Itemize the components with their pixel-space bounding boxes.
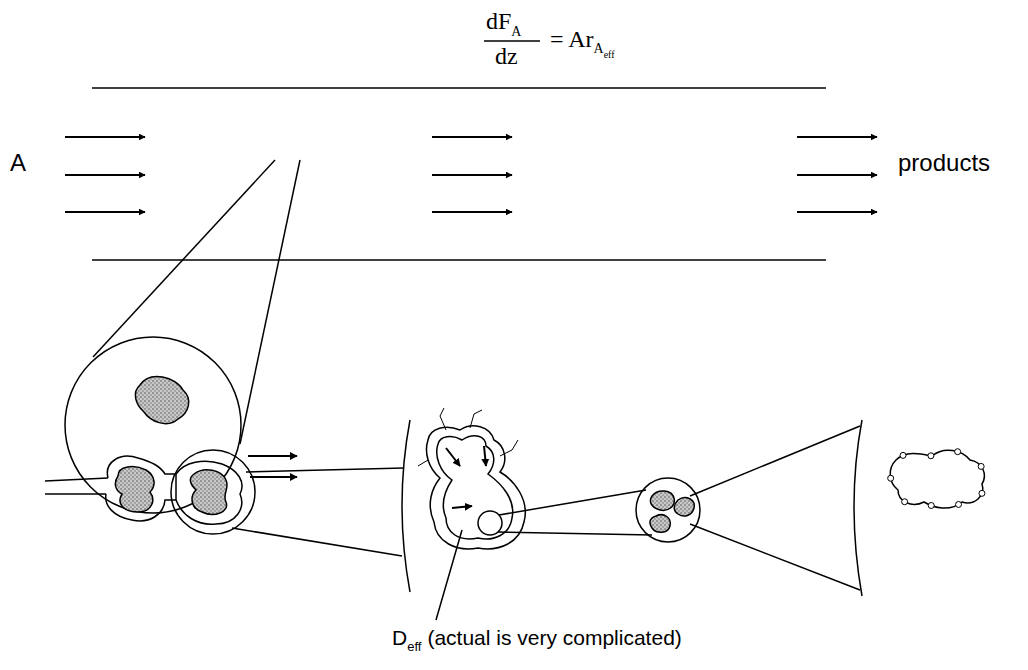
equation-denominator: dz	[495, 43, 518, 69]
equation-subscript: A	[511, 24, 521, 39]
equation-rhs: = Ar	[550, 26, 594, 52]
active-sites	[888, 449, 985, 509]
crystallite-surface	[890, 450, 984, 508]
active-site	[928, 453, 934, 459]
equation-numerator: dF	[486, 8, 511, 34]
diffusivity-label: D	[392, 626, 407, 649]
zoom-line	[93, 160, 275, 357]
active-site	[979, 490, 985, 496]
pellet-shell	[176, 461, 242, 524]
pore-wall	[437, 436, 513, 539]
zoom-arc	[402, 420, 410, 592]
pore-wall	[427, 426, 526, 549]
active-site	[888, 475, 894, 481]
diffusion-arrows	[446, 446, 486, 508]
active-site	[928, 502, 934, 508]
flow-arrows	[65, 137, 877, 212]
zoom-line	[690, 426, 860, 496]
zoom-arc	[854, 420, 862, 596]
product-label: products	[898, 150, 990, 176]
zoom-line	[690, 524, 860, 590]
active-site	[900, 452, 906, 458]
diffusivity-note: (actual is very complicated)	[427, 626, 681, 649]
leader-line	[436, 530, 462, 620]
zoom-line	[240, 160, 300, 444]
catalyst-pellet	[135, 377, 188, 424]
tube-wall	[92, 259, 826, 261]
pore-channel	[45, 493, 106, 495]
active-site	[978, 463, 984, 469]
zoom-line	[499, 490, 646, 515]
active-site	[902, 499, 908, 505]
tube-wall	[92, 87, 826, 89]
catalyst-pellet	[190, 470, 227, 515]
crystallite	[650, 491, 674, 510]
feed-label: A	[10, 150, 26, 176]
crystallite-zoom-circle	[636, 478, 700, 542]
equation-subscript: A	[594, 41, 604, 56]
diffusivity-subscript: eff	[407, 640, 421, 654]
zoom-line	[498, 532, 652, 535]
crystallite	[674, 498, 694, 516]
diffusion-arrows	[248, 456, 297, 477]
active-site	[956, 501, 962, 507]
pellet-shell	[106, 456, 176, 521]
equation-subscript: eff	[604, 49, 615, 60]
pore-channel	[45, 478, 108, 481]
pellet-zoom-circle	[171, 450, 255, 534]
active-site	[955, 449, 961, 455]
fraction-bar	[484, 40, 540, 42]
catalyst-pellet	[115, 467, 154, 512]
zoom-line	[246, 468, 404, 472]
zoom-line	[232, 528, 402, 556]
pore-crack	[418, 408, 518, 466]
crystallite	[650, 515, 670, 533]
